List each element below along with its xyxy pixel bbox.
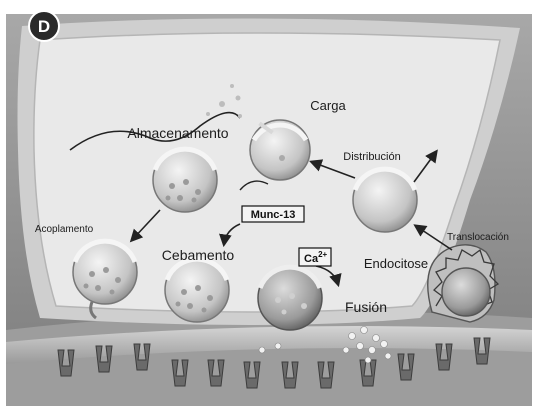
label-endocitose: Endocitose (364, 256, 428, 271)
vesicle-distribucion (353, 168, 417, 232)
postsynaptic-region (6, 311, 532, 406)
label-fusion: Fusión (345, 299, 387, 315)
label-acoplamento: Acoplamento (35, 224, 94, 235)
vesicle-fusion (258, 266, 322, 330)
vesicle-cebamento (165, 258, 229, 322)
label-munc13: Munc-13 (251, 209, 296, 221)
panel-badge: D (29, 11, 59, 41)
panel-badge-letter: D (38, 17, 50, 36)
label-almacenamento: Almacenamento (127, 125, 228, 141)
label-cebamento: Cebamento (162, 247, 235, 263)
munc13-box: Munc-13 (242, 206, 304, 222)
vesicle-carga (250, 120, 310, 180)
vesicle-endocitose (428, 245, 498, 322)
vesicle-almacenamento (153, 148, 217, 212)
label-carga: Carga (310, 98, 346, 113)
label-distribucion: Distribución (343, 151, 400, 163)
label-translocacion: Translocación (447, 232, 509, 243)
calcium-box: Ca2+ (299, 248, 331, 266)
